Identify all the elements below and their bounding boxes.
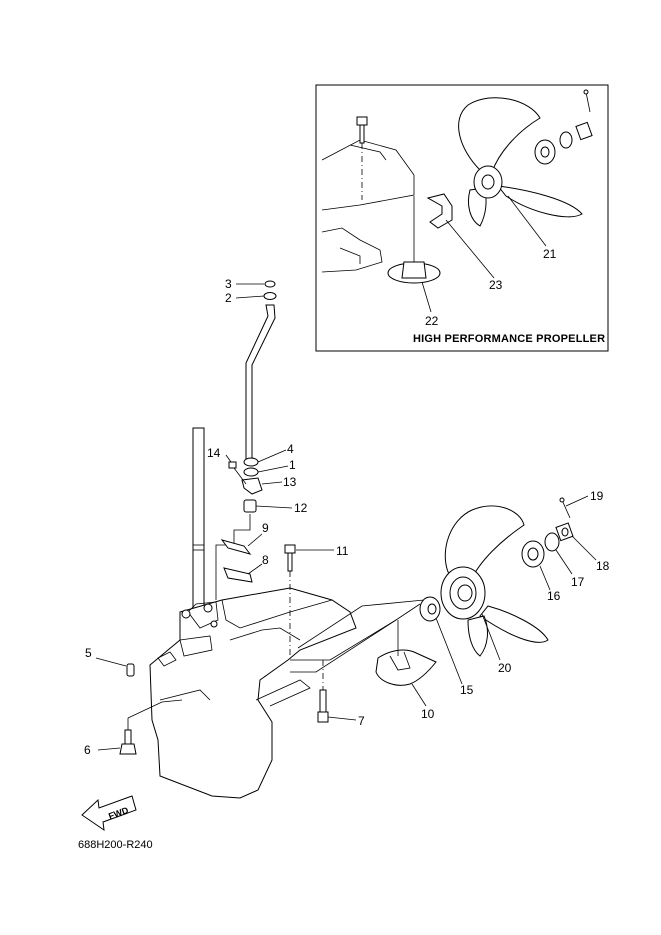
label-18: 18 [596,559,610,573]
label-17: 17 [571,575,585,589]
inset-lower-case [321,139,415,273]
label-4: 4 [287,442,294,456]
water-tube [245,304,276,461]
label-12: 12 [294,501,308,515]
fwd-arrow-icon: FWD [81,795,137,832]
label-14: 14 [207,446,221,460]
label-11: 11 [336,544,349,558]
inset-thrust-washer [534,139,556,165]
water-tube-assembly [215,280,277,600]
inset-propeller-21 [458,97,583,227]
trim-tab-10 [375,620,437,686]
grommet-2 [263,292,277,300]
label-21: 21 [543,247,557,261]
inset-washer [559,131,573,149]
holder-13 [241,477,263,495]
inset-high-performance-propeller: 21 23 22 HIGH PERFORMANCE PROPELLER [315,84,609,352]
grommet-4 [243,457,259,467]
seal-9 [220,539,252,555]
inset-caption: HIGH PERFORMANCE PROPELLER [413,333,605,345]
seal-8 [223,567,253,583]
screw-14 [228,461,237,469]
label-8: 8 [262,553,269,567]
inset-cotter-pin [583,89,591,113]
label-2: 2 [225,291,232,305]
collar-12 [243,499,257,513]
propeller-20 [440,505,549,657]
bolt-7 [317,660,329,723]
label-9: 9 [262,521,269,535]
label-1: 1 [289,458,296,472]
label-23: 23 [489,278,503,292]
inset-nut [575,121,593,141]
label-5: 5 [85,646,92,660]
leader-lines [95,283,597,751]
bolt-11 [284,544,296,660]
dowel-pin-5 [126,663,135,677]
label-13: 13 [283,475,297,489]
grommet-3 [264,280,276,288]
diagram-code: 688H200-R240 [78,839,153,851]
label-22: 22 [425,314,439,328]
drive-shaft [192,427,205,609]
inset-trim-tab-22 [387,196,441,284]
thrust-washer-15 [419,596,441,622]
inset-bolt [356,116,368,200]
nut-18 [555,522,574,542]
lower-case [149,587,357,799]
label-20: 20 [498,661,512,675]
cotter-pin-19 [559,497,571,519]
label-15: 15 [460,683,474,697]
inset-frame [315,84,609,352]
inset-spacer-23 [426,193,453,229]
grommet-1 [243,467,259,477]
label-6: 6 [84,743,91,757]
label-10: 10 [421,707,435,721]
alignment-lines [290,599,425,673]
label-16: 16 [547,589,561,603]
washer-17 [544,532,560,552]
label-3: 3 [225,277,232,291]
label-7: 7 [358,714,365,728]
label-19: 19 [590,489,604,503]
bolt-6 [119,699,183,755]
spacer-16 [521,540,545,568]
